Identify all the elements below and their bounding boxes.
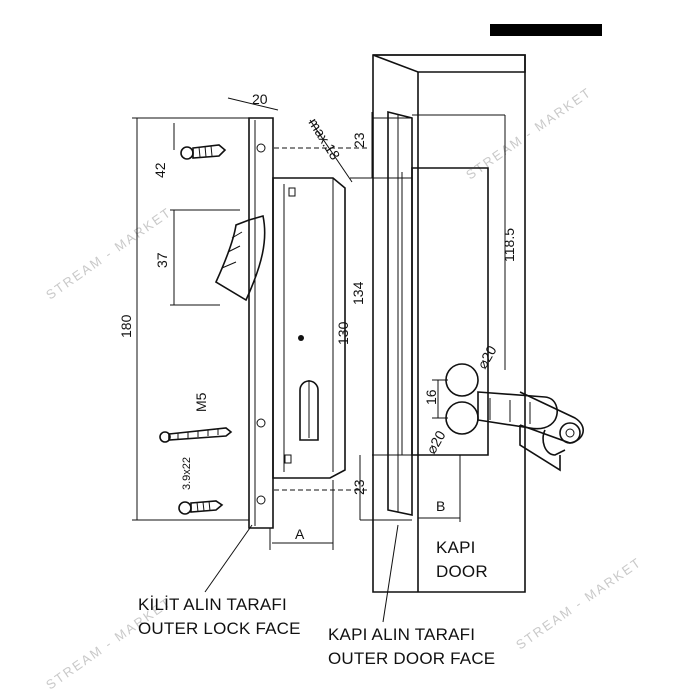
euro-cylinder [477, 391, 584, 472]
lock-face-leader [204, 524, 253, 593]
watermarks: STREAM - MARKET STREAM - MARKET STREAM -… [43, 84, 644, 692]
lock-face-plate [248, 117, 274, 529]
dim-latch-height: 37 [154, 252, 170, 268]
screw-top [180, 144, 227, 160]
mounting-screws [159, 144, 233, 515]
watermark: STREAM - MARKET [513, 554, 644, 652]
dim-max-depth: max.18 [305, 115, 343, 163]
dim-bolt-diameter-side: ⌀20 [423, 428, 449, 457]
door-label-tr: KAPI [436, 538, 476, 557]
door-face-leader [382, 524, 399, 623]
dim-screw-offset: 42 [152, 162, 168, 178]
door-face-label-tr: KAPI ALIN TARAFI [328, 625, 475, 644]
screw-m5 [159, 427, 233, 443]
lock-face-label-en: OUTER LOCK FACE [138, 619, 301, 638]
door-label-en: DOOR [436, 562, 488, 581]
dim-width-a: A [295, 526, 305, 542]
right-dimension-lines [274, 112, 506, 522]
dim-top-offset: 23 [351, 132, 367, 148]
door-block [350, 54, 526, 593]
door-face-label-en: OUTER DOOR FACE [328, 649, 495, 668]
left-dimension-lines [132, 97, 353, 550]
dim-bottom-offset: 23 [351, 479, 367, 495]
lock-face-label-tr: KİLİT ALIN TARAFI [138, 595, 287, 614]
dim-box-130: 130 [335, 321, 351, 345]
dim-total-height: 180 [118, 314, 134, 338]
dim-width-b: B [436, 498, 445, 514]
lock-body [272, 177, 346, 479]
screw-bottom [178, 500, 224, 515]
black-bar [490, 24, 602, 36]
dim-strike-height: 118.5 [501, 228, 517, 262]
dim-box-134: 134 [350, 281, 366, 305]
latch-bolt [214, 214, 266, 302]
dim-cylinder-gap: 16 [423, 389, 439, 405]
dim-screw-m5: M5 [193, 392, 209, 412]
dim-top-width: 20 [252, 91, 268, 107]
dim-screw-size: 3.9x22 [181, 457, 193, 490]
dim-bolt-diameter-top: ⌀20 [474, 343, 500, 372]
